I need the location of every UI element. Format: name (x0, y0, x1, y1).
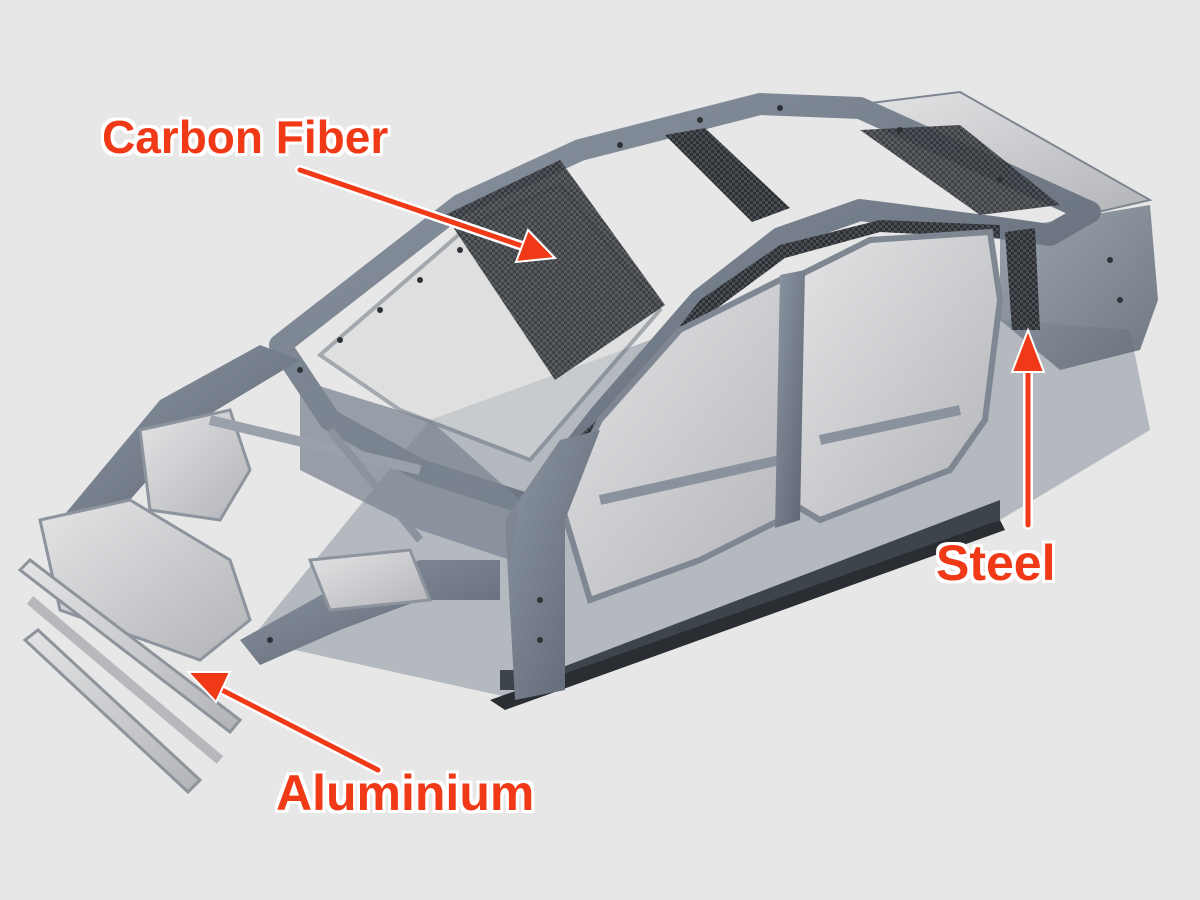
arrow-steel (1010, 327, 1046, 530)
bumper-beam-lower (22, 628, 203, 795)
front-rail-lower (240, 560, 500, 665)
carbon-fiber-label: Carbon Fiber (102, 111, 389, 163)
arrow-aluminium (185, 671, 383, 775)
carbon-c-pillar (1005, 228, 1040, 330)
arrow-carbon-fiber (295, 165, 558, 264)
carbon-roof-bow-front (445, 160, 665, 380)
a-pillar (505, 430, 600, 700)
shock-tower (138, 408, 252, 522)
rivet-holes (267, 105, 1123, 643)
carbon-roof-panel (860, 125, 1060, 215)
bumper-beam-upper (17, 558, 243, 735)
engine-crossmember (307, 548, 433, 612)
rear-door-opening (791, 228, 1004, 524)
steel-label: Steel (936, 535, 1056, 591)
b-pillar (775, 270, 805, 528)
side-sill-lower (490, 520, 1005, 710)
aluminium-label: Aluminium (276, 765, 535, 821)
strut-brace (208, 415, 422, 475)
carbon-roof-bow-rear (665, 128, 790, 222)
